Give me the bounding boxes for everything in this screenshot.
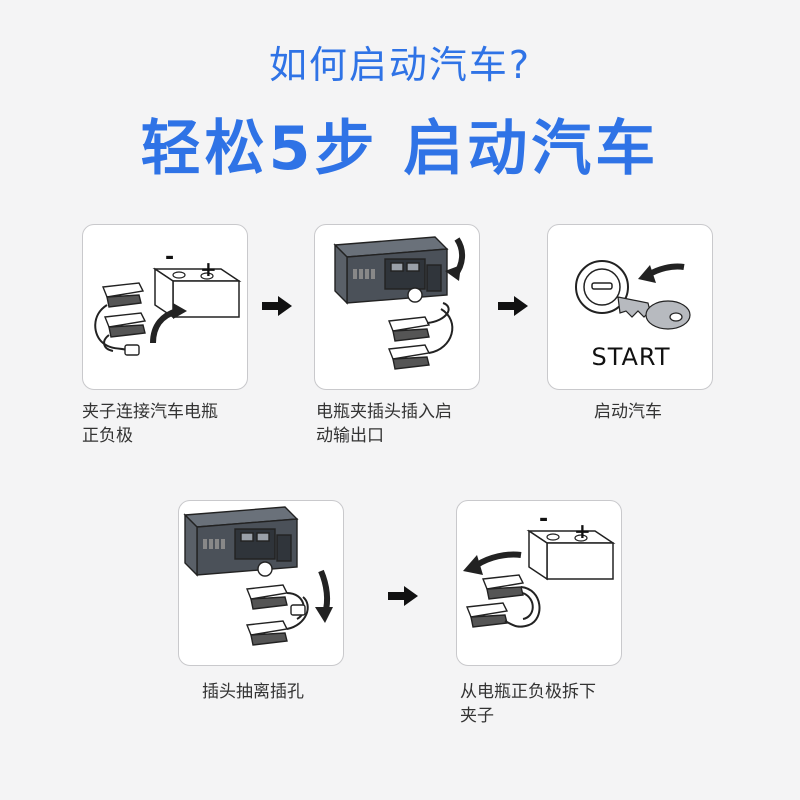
step-3-card: START: [547, 224, 713, 390]
unplug-clamps-illustration: [183, 506, 333, 646]
arrow-right-icon: [262, 296, 292, 316]
step-5-caption: 从电瓶正负极拆下 夹子: [460, 680, 596, 728]
step-1-card: - +: [82, 224, 248, 390]
step-2-caption-line2: 动输出口: [316, 426, 384, 446]
battery-minus-label: -: [539, 507, 549, 532]
page-title: 轻松5步 启动汽车: [140, 114, 660, 184]
step-3-caption-line1: 启动汽车: [594, 402, 662, 422]
step-5-caption-line2: 夹子: [460, 706, 494, 726]
jump-starter-plug-illustration: [333, 236, 465, 370]
battery-plus-label: +: [574, 519, 591, 543]
arrow-right-icon: [498, 296, 528, 316]
step-2-caption: 电瓶夹插头插入启 动输出口: [316, 400, 452, 448]
start-label: START: [591, 343, 671, 371]
step-2-caption-line1: 电瓶夹插头插入启: [316, 402, 452, 422]
step-1-caption-line1: 夹子连接汽车电瓶: [82, 402, 218, 422]
step-4-card: [178, 500, 344, 666]
step-5-card: - +: [456, 500, 622, 666]
step-2-card: [314, 224, 480, 390]
page-subtitle: 如何启动汽车?: [268, 43, 532, 87]
step-1-caption: 夹子连接汽车电瓶 正负极: [82, 400, 218, 448]
step-3-caption: 启动汽车: [594, 400, 662, 424]
battery-plus-label: +: [200, 257, 217, 281]
step-1-caption-line2: 正负极: [82, 426, 133, 446]
step-4-caption: 插头抽离插孔: [202, 680, 304, 704]
step-4-caption-line1: 插头抽离插孔: [202, 682, 304, 702]
remove-clamps-illustration: [463, 529, 616, 628]
arrow-right-icon: [388, 586, 418, 606]
step-5-caption-line1: 从电瓶正负极拆下: [460, 682, 596, 702]
battery-minus-label: -: [165, 245, 175, 270]
ignition-key-illustration: [575, 260, 691, 330]
battery-clamps-illustration: [94, 267, 242, 356]
